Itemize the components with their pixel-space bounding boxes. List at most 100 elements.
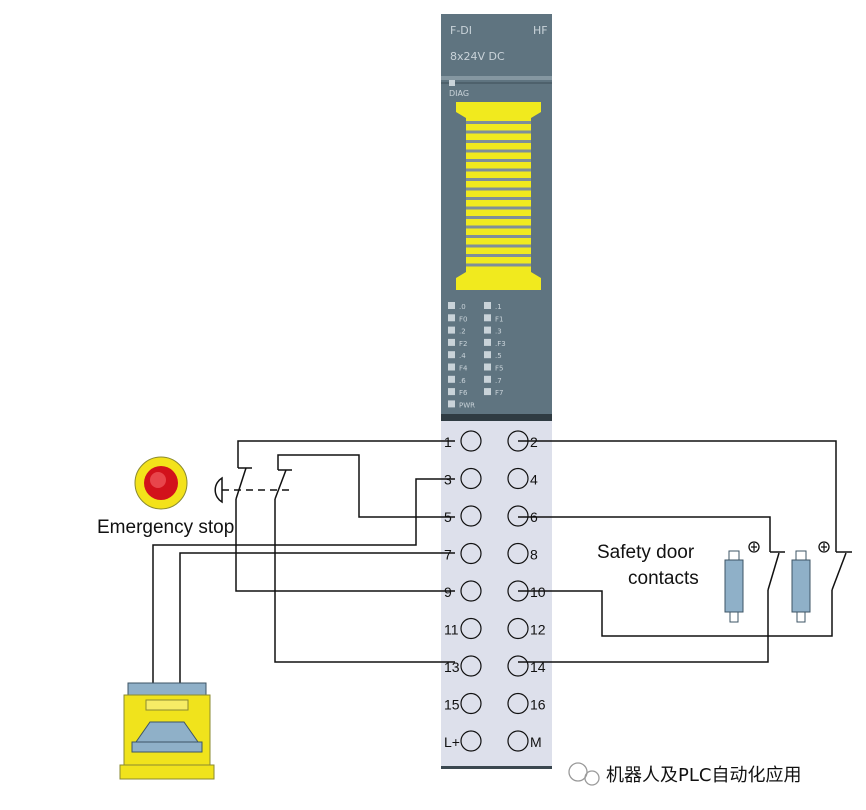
wechat-icon bbox=[568, 762, 588, 782]
terminal-label: 8 bbox=[530, 547, 538, 563]
led-label: .0 bbox=[459, 303, 466, 311]
led-indicator bbox=[484, 326, 491, 334]
terminal-screw bbox=[460, 467, 482, 490]
terminal-screw bbox=[507, 467, 529, 490]
door-switch-1-top bbox=[728, 550, 740, 561]
led-indicator bbox=[484, 351, 491, 359]
led-label: .F3 bbox=[495, 340, 506, 348]
positive-opening-icon-1 bbox=[748, 541, 760, 553]
label-strip-line bbox=[466, 244, 531, 248]
led-label: F2 bbox=[459, 340, 467, 348]
positive-opening-icon-2 bbox=[818, 541, 830, 553]
terminal-label: 16 bbox=[530, 697, 546, 713]
led-indicator bbox=[484, 375, 491, 383]
led-indicator bbox=[448, 375, 455, 383]
door-switch-2-body bbox=[791, 559, 811, 613]
terminal-panel bbox=[441, 421, 552, 768]
terminal-screw bbox=[460, 692, 482, 715]
door-switch-2-top bbox=[795, 550, 807, 561]
label-strip-line bbox=[466, 254, 531, 257]
label-strip-line bbox=[466, 206, 531, 210]
watermark: 机器人及PLC自动化应用 bbox=[568, 762, 801, 786]
wire-t9 bbox=[235, 499, 455, 592]
terminal-label: 4 bbox=[530, 472, 538, 488]
door-contact-1 bbox=[767, 552, 780, 591]
led-indicator bbox=[448, 326, 455, 334]
led-indicator bbox=[484, 363, 491, 371]
led-label: .7 bbox=[495, 377, 502, 385]
estop-red-highlight bbox=[150, 472, 166, 488]
device-base-plate bbox=[131, 741, 203, 753]
wire-t3 bbox=[152, 478, 455, 683]
led-indicator bbox=[448, 363, 455, 371]
led-label: .5 bbox=[495, 352, 502, 360]
label-strip-line bbox=[466, 121, 531, 124]
led-indicator bbox=[448, 400, 455, 408]
positive-opening-icon-2-arrow bbox=[821, 543, 827, 551]
watermark-text: 机器人及PLC自动化应用 bbox=[606, 765, 801, 786]
led-label: F6 bbox=[459, 389, 468, 397]
terminal-screw bbox=[507, 730, 529, 752]
wire-t6 bbox=[518, 516, 771, 552]
module-spec-label: 8x24V DC bbox=[450, 50, 505, 63]
wire-t10 bbox=[518, 590, 833, 637]
led-indicator bbox=[448, 314, 455, 322]
door-switch-2 bbox=[791, 541, 852, 623]
diag-label: DIAG bbox=[449, 89, 469, 98]
label-strip-line bbox=[466, 168, 531, 172]
led-label: F7 bbox=[495, 389, 503, 397]
label-strip-line bbox=[466, 178, 531, 181]
terminal-label: 15 bbox=[444, 697, 460, 713]
label-strip-line bbox=[466, 140, 531, 143]
terminal-screw bbox=[507, 505, 529, 527]
door-switch-2-bottom bbox=[796, 611, 806, 623]
positive-opening-icon-1-arrow bbox=[751, 543, 757, 551]
wire-t5 bbox=[277, 454, 455, 518]
label-strip-line bbox=[466, 197, 531, 200]
terminal-screw bbox=[460, 430, 482, 452]
led-indicator bbox=[484, 388, 491, 396]
led-label: PWR bbox=[459, 401, 475, 409]
label-strip-lines bbox=[466, 121, 531, 267]
terminal-screw bbox=[460, 505, 482, 527]
terminal-screw bbox=[507, 617, 529, 640]
terminal-label: 14 bbox=[530, 659, 546, 675]
led-indicator bbox=[484, 314, 491, 322]
led-indicator bbox=[484, 302, 491, 309]
led-label: .2 bbox=[459, 328, 466, 336]
label-strip-line bbox=[466, 149, 531, 153]
safety-door-label-line2: contacts bbox=[628, 568, 699, 589]
terminal-label: L+ bbox=[444, 734, 460, 750]
label-strip-line bbox=[466, 263, 531, 267]
wire-t14 bbox=[518, 590, 769, 663]
led-indicator bbox=[484, 338, 491, 346]
led-label: F5 bbox=[495, 365, 503, 373]
terminal-screw bbox=[507, 542, 529, 565]
terminal-screw bbox=[460, 617, 482, 640]
led-indicator bbox=[448, 302, 455, 309]
label-strip-line bbox=[466, 130, 531, 134]
wire-t1 bbox=[237, 440, 455, 468]
light-curtain-device bbox=[119, 682, 215, 780]
led-label: .4 bbox=[459, 352, 466, 360]
led-indicator bbox=[448, 351, 455, 359]
led-label: F1 bbox=[495, 315, 503, 323]
terminal-label: 7 bbox=[444, 547, 452, 563]
f-di-module: F-DI HF 8x24V DC DIAG .0F0.2F2.4F4.6F6PW… bbox=[441, 14, 552, 769]
safety-door-contacts: Safety door contacts bbox=[597, 541, 852, 623]
module-variant-label: HF bbox=[533, 24, 548, 37]
label-strip bbox=[456, 102, 541, 290]
estop-contact-a bbox=[235, 467, 247, 500]
label-strip-line bbox=[466, 216, 531, 219]
wire-t7 bbox=[179, 552, 455, 683]
label-strip-line bbox=[466, 235, 531, 238]
estop-contact-b bbox=[274, 469, 287, 500]
led-indicator bbox=[448, 338, 455, 346]
terminal-label: M bbox=[530, 734, 542, 750]
terminal-label: 2 bbox=[530, 434, 538, 450]
label-strip-line bbox=[466, 159, 531, 162]
terminal-screw bbox=[460, 730, 482, 752]
terminal-label: 13 bbox=[444, 659, 460, 675]
